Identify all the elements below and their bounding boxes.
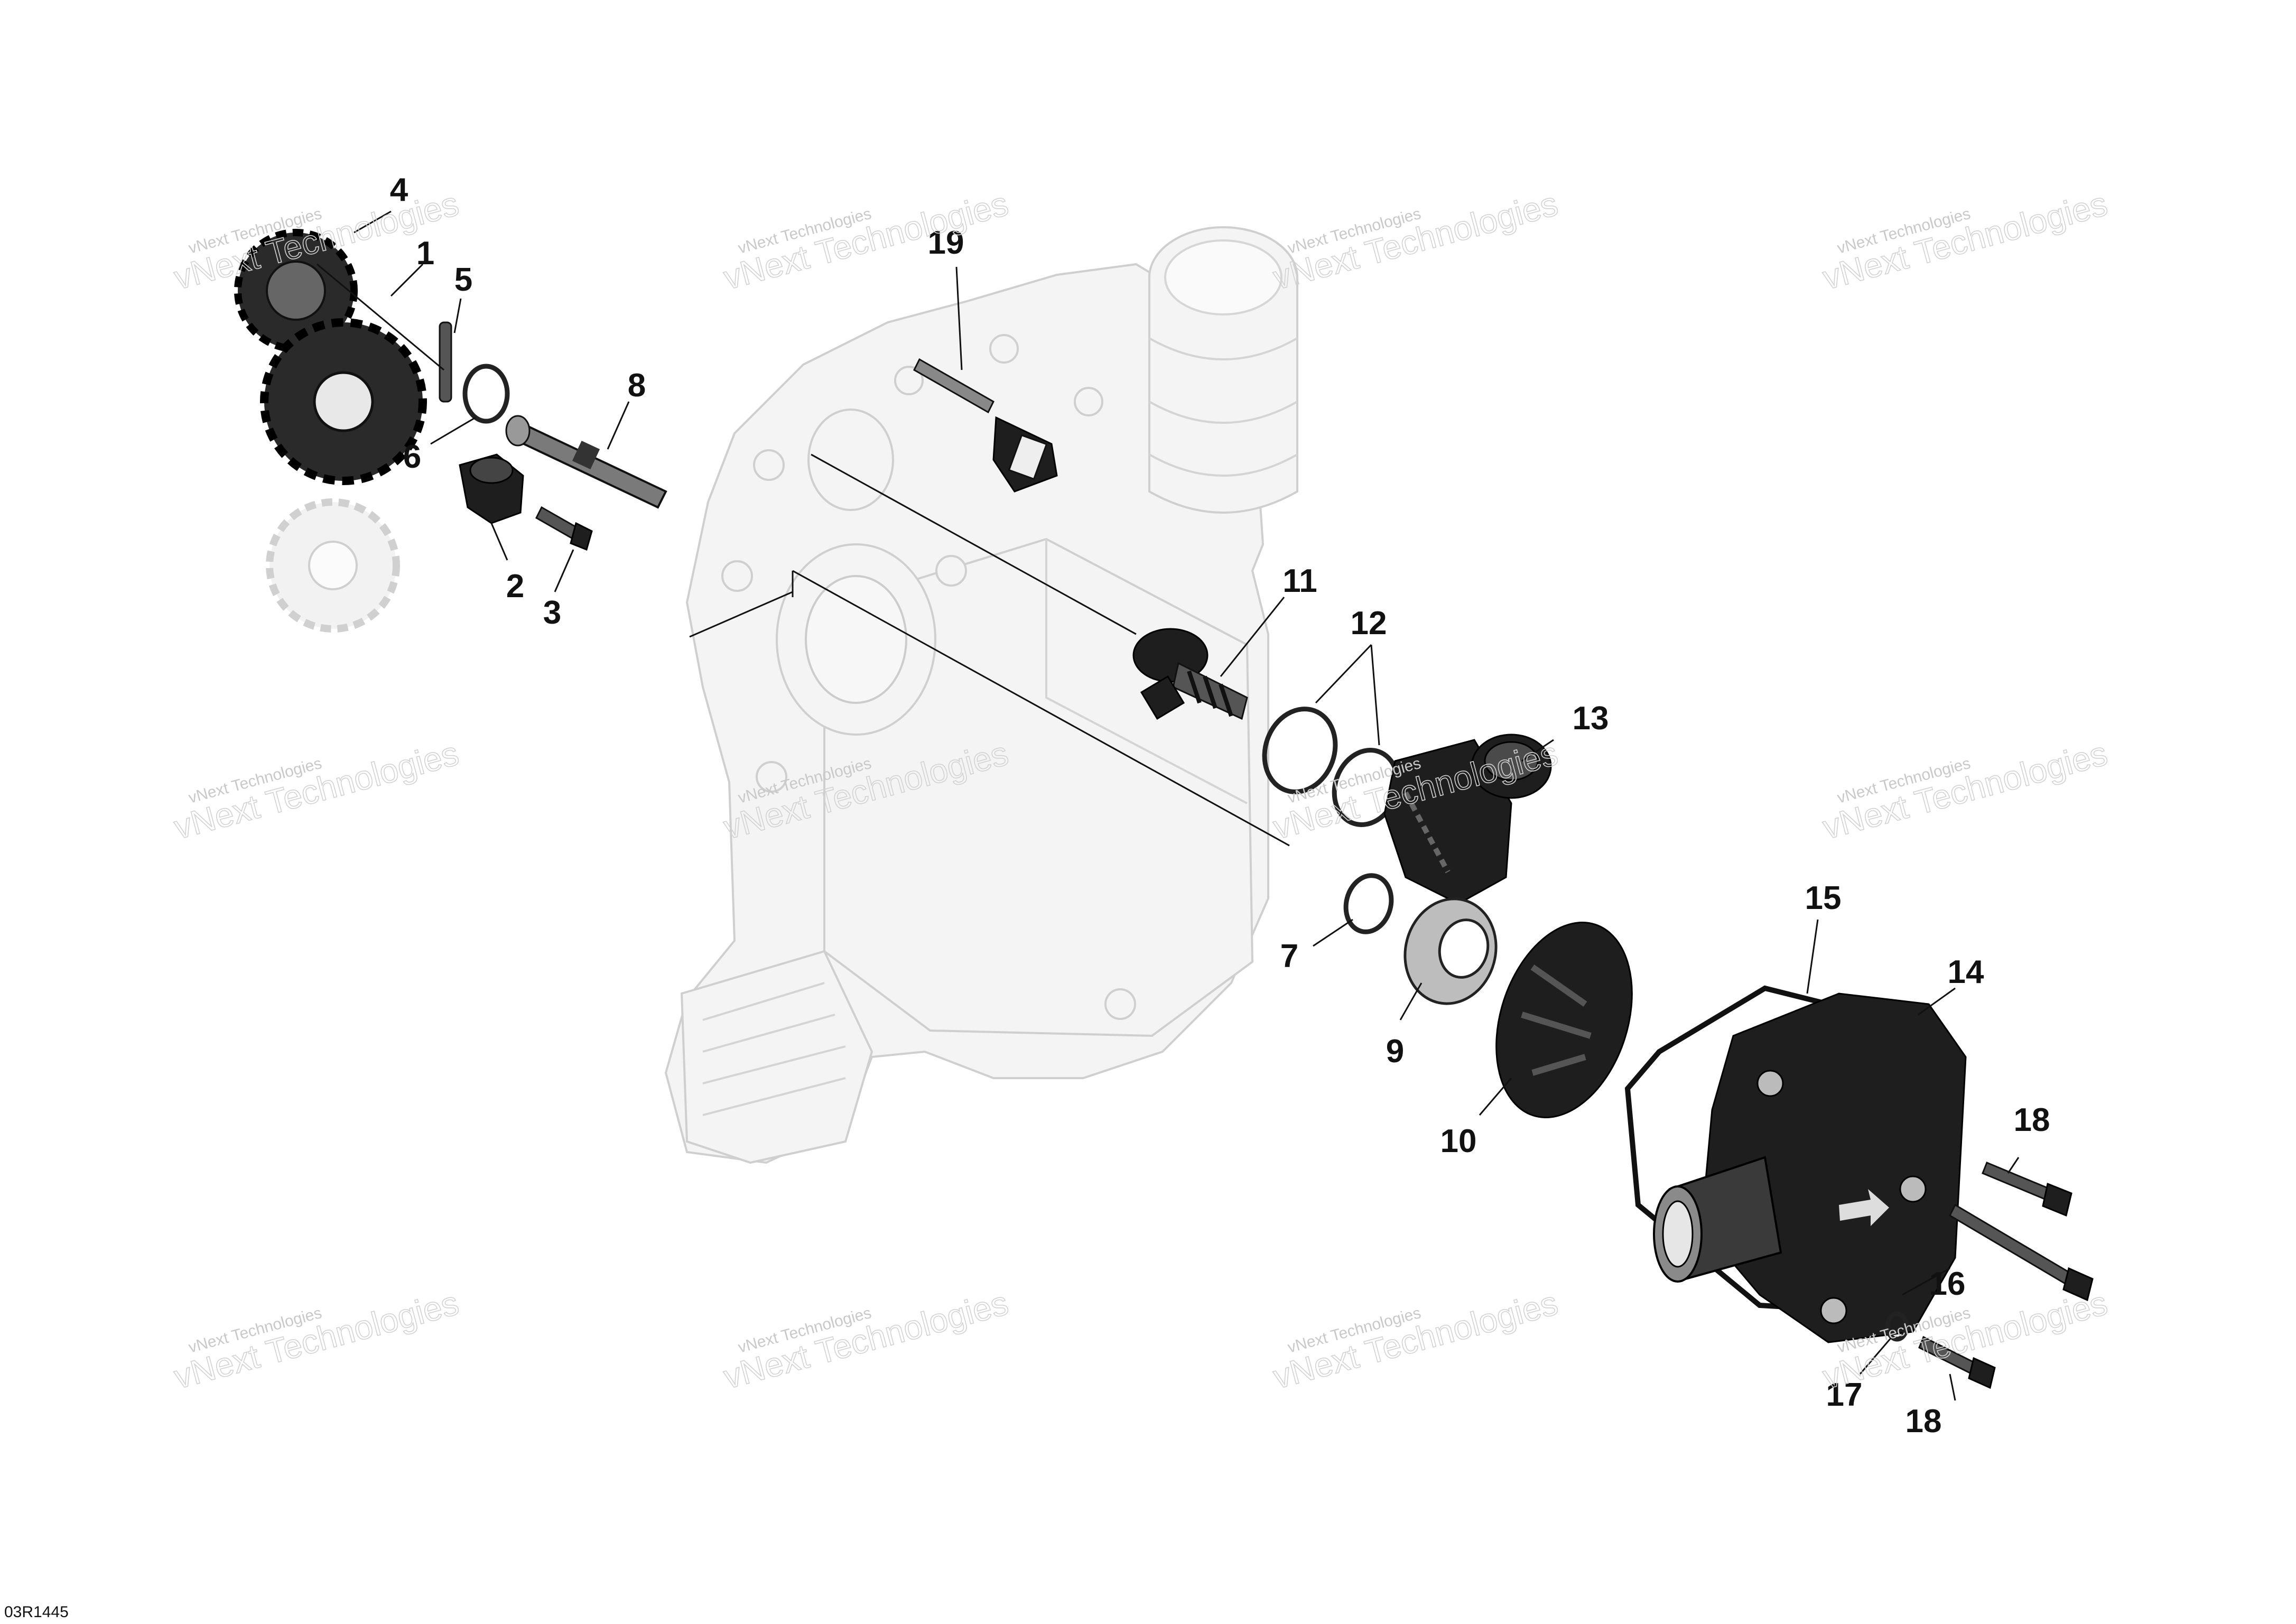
watermark-r2c4: vNext Technologies vNext Technologies (1818, 734, 2112, 847)
gear-ghost (266, 498, 400, 633)
callout-19: 19 (928, 225, 964, 261)
callout-3: 3 (543, 595, 561, 631)
pin-part-5 (439, 321, 452, 403)
seal-part-7 (1343, 873, 1394, 934)
engine-housing (664, 226, 1298, 1164)
callout-8: 8 (628, 367, 646, 404)
callout-4: 4 (390, 172, 408, 208)
leader-lines (354, 210, 2020, 1401)
callout-7: 7 (1280, 938, 1298, 975)
callouts: 4 1 5 6 2 3 8 19 11 12 13 7 9 10 15 14 1… (390, 172, 2050, 1440)
pump-housing-part-14 (1653, 992, 1967, 1343)
bolt-part-16 (1949, 1203, 2094, 1302)
callout-17: 17 (1826, 1377, 1863, 1413)
outlet-part-13 (1383, 734, 1552, 905)
assembly-lines (317, 263, 1290, 847)
callout-10: 10 (1440, 1123, 1477, 1159)
impeller-part-10 (1495, 922, 1633, 1118)
sensor-part-19 (913, 358, 1058, 493)
thermostat-part-11 (1132, 628, 1248, 720)
bolt-part-18-lower (1918, 1335, 1996, 1389)
callout-11: 11 (1282, 563, 1317, 599)
callout-16: 16 (1929, 1266, 1966, 1302)
watermark-r1c3: vNext Technologies vNext Technologies (1269, 184, 1562, 297)
callout-14: 14 (1948, 954, 1984, 990)
callout-15: 15 (1805, 880, 1842, 916)
watermark-r3c1: vNext Technologies vNext Technologies (170, 1283, 463, 1396)
shaft-part-8 (505, 415, 667, 509)
callout-18-lower: 18 (1905, 1403, 1942, 1440)
watermark-r1c2: vNext Technologies vNext Technologies (719, 184, 1012, 297)
callout-6: 6 (403, 439, 421, 475)
washer-part-17 (1885, 1311, 1909, 1342)
callout-18-upper: 18 (2014, 1102, 2050, 1138)
callout-13: 13 (1573, 700, 1609, 737)
callout-5: 5 (454, 262, 472, 298)
callout-9: 9 (1386, 1033, 1404, 1070)
watermark-r3c3: vNext Technologies vNext Technologies (1269, 1283, 1562, 1396)
bushing-part-2 (459, 453, 524, 524)
bolt-part-18-upper (1982, 1162, 2072, 1217)
washer-part-6 (462, 364, 510, 424)
gear-part-1 (260, 318, 427, 485)
o-ring-part-12-a (1262, 707, 1338, 794)
callout-2: 2 (506, 568, 524, 605)
bolt-part-3 (535, 506, 593, 551)
bearing-part-9 (1403, 897, 1498, 1005)
watermark-r3c2: vNext Technologies vNext Technologies (719, 1283, 1012, 1396)
watermark-r2c1: vNext Technologies vNext Technologies (170, 734, 463, 847)
watermark-r1c4: vNext Technologies vNext Technologies (1818, 184, 2112, 297)
callout-12: 12 (1351, 605, 1387, 642)
callout-1: 1 (416, 235, 434, 272)
reference-code: 03R1445 (4, 1603, 69, 1621)
